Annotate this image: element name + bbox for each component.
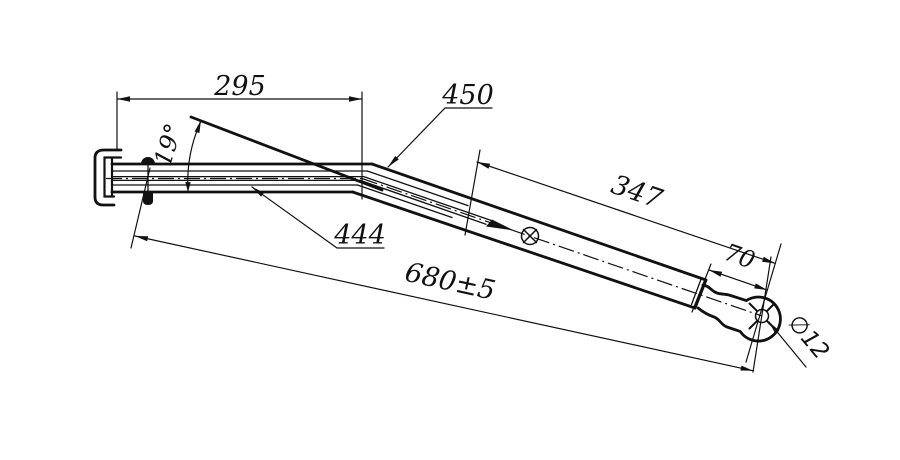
dim-text-450: 450 — [441, 80, 494, 111]
dim-text-dia12: ∅12 — [782, 310, 834, 364]
arrow-70-right — [754, 283, 768, 291]
eye-spoke-lower-left — [748, 319, 759, 330]
end-fitting — [690, 277, 782, 343]
eye-spoke-upper-left — [748, 302, 759, 313]
dim-text-70: 70 — [721, 238, 759, 274]
tube-bottom-inner-angled — [356, 184, 453, 219]
leader-dia-12: ∅12 — [768, 310, 834, 368]
arrow-arc-top — [194, 120, 201, 134]
part-outline — [93, 148, 782, 343]
arrow-dia12 — [769, 322, 780, 334]
arrow-295-right — [349, 96, 362, 102]
dim-text-347: 347 — [607, 169, 667, 215]
leader-450: 450 — [387, 80, 494, 168]
tube-bottom-outer-angled — [351, 190, 697, 310]
arrow-70-left — [709, 270, 723, 277]
marker-cross-2 — [522, 228, 538, 244]
marker-circle — [520, 226, 540, 246]
end-fitting-contour — [696, 283, 782, 343]
center-line — [106, 177, 763, 317]
arrow-680-right — [740, 365, 754, 371]
step-line-thin — [690, 277, 703, 306]
pivot-pin — [141, 157, 155, 205]
arrow-680-left — [135, 236, 149, 242]
angle-reference-ray — [189, 115, 384, 192]
dim-text-444: 444 — [333, 220, 386, 251]
rod-top-edge-angled — [362, 175, 492, 222]
rod-tip-arrow — [486, 219, 514, 231]
left-end-cap — [93, 148, 123, 207]
leader-444: 444 — [251, 186, 386, 251]
dim-text-680: 680±5 — [402, 257, 498, 307]
dim-text-19deg: 19° — [149, 120, 188, 169]
ext-line-70-left — [691, 263, 712, 313]
arrow-444 — [252, 187, 264, 197]
cap-outer-contour — [93, 148, 123, 207]
inner-rod — [359, 175, 514, 231]
arrow-347-left — [477, 162, 491, 169]
eye-spoke-upper-right — [765, 302, 776, 313]
centerline-angled — [361, 177, 763, 317]
dim-line-347 — [476, 161, 776, 264]
rod-bottom-edge-angled — [359, 179, 487, 225]
tube-top-outer-angled — [370, 162, 708, 282]
leader-line-450 — [387, 107, 493, 168]
ext-line-347-left — [464, 149, 481, 236]
leader-line-444 — [251, 186, 385, 249]
position-marker — [520, 226, 540, 246]
pin-dome — [141, 157, 155, 164]
arrow-295-left — [117, 96, 130, 102]
dim-line-680 — [134, 235, 754, 372]
arrow-347-right — [762, 256, 776, 264]
tube-angled-section — [351, 162, 708, 310]
tube-straight-section — [110, 162, 374, 194]
dimension-295: 295 — [116, 71, 363, 200]
dim-text-295: 295 — [213, 71, 266, 102]
ext-line-680-left — [130, 167, 151, 249]
dimension-70: 70 — [691, 238, 768, 313]
pin-foot — [143, 192, 153, 205]
arrow-450 — [388, 156, 399, 167]
ext-line-680-right — [752, 256, 772, 373]
arrow-arc-bottom — [185, 182, 191, 192]
tube-top-inner-angled — [366, 170, 469, 207]
